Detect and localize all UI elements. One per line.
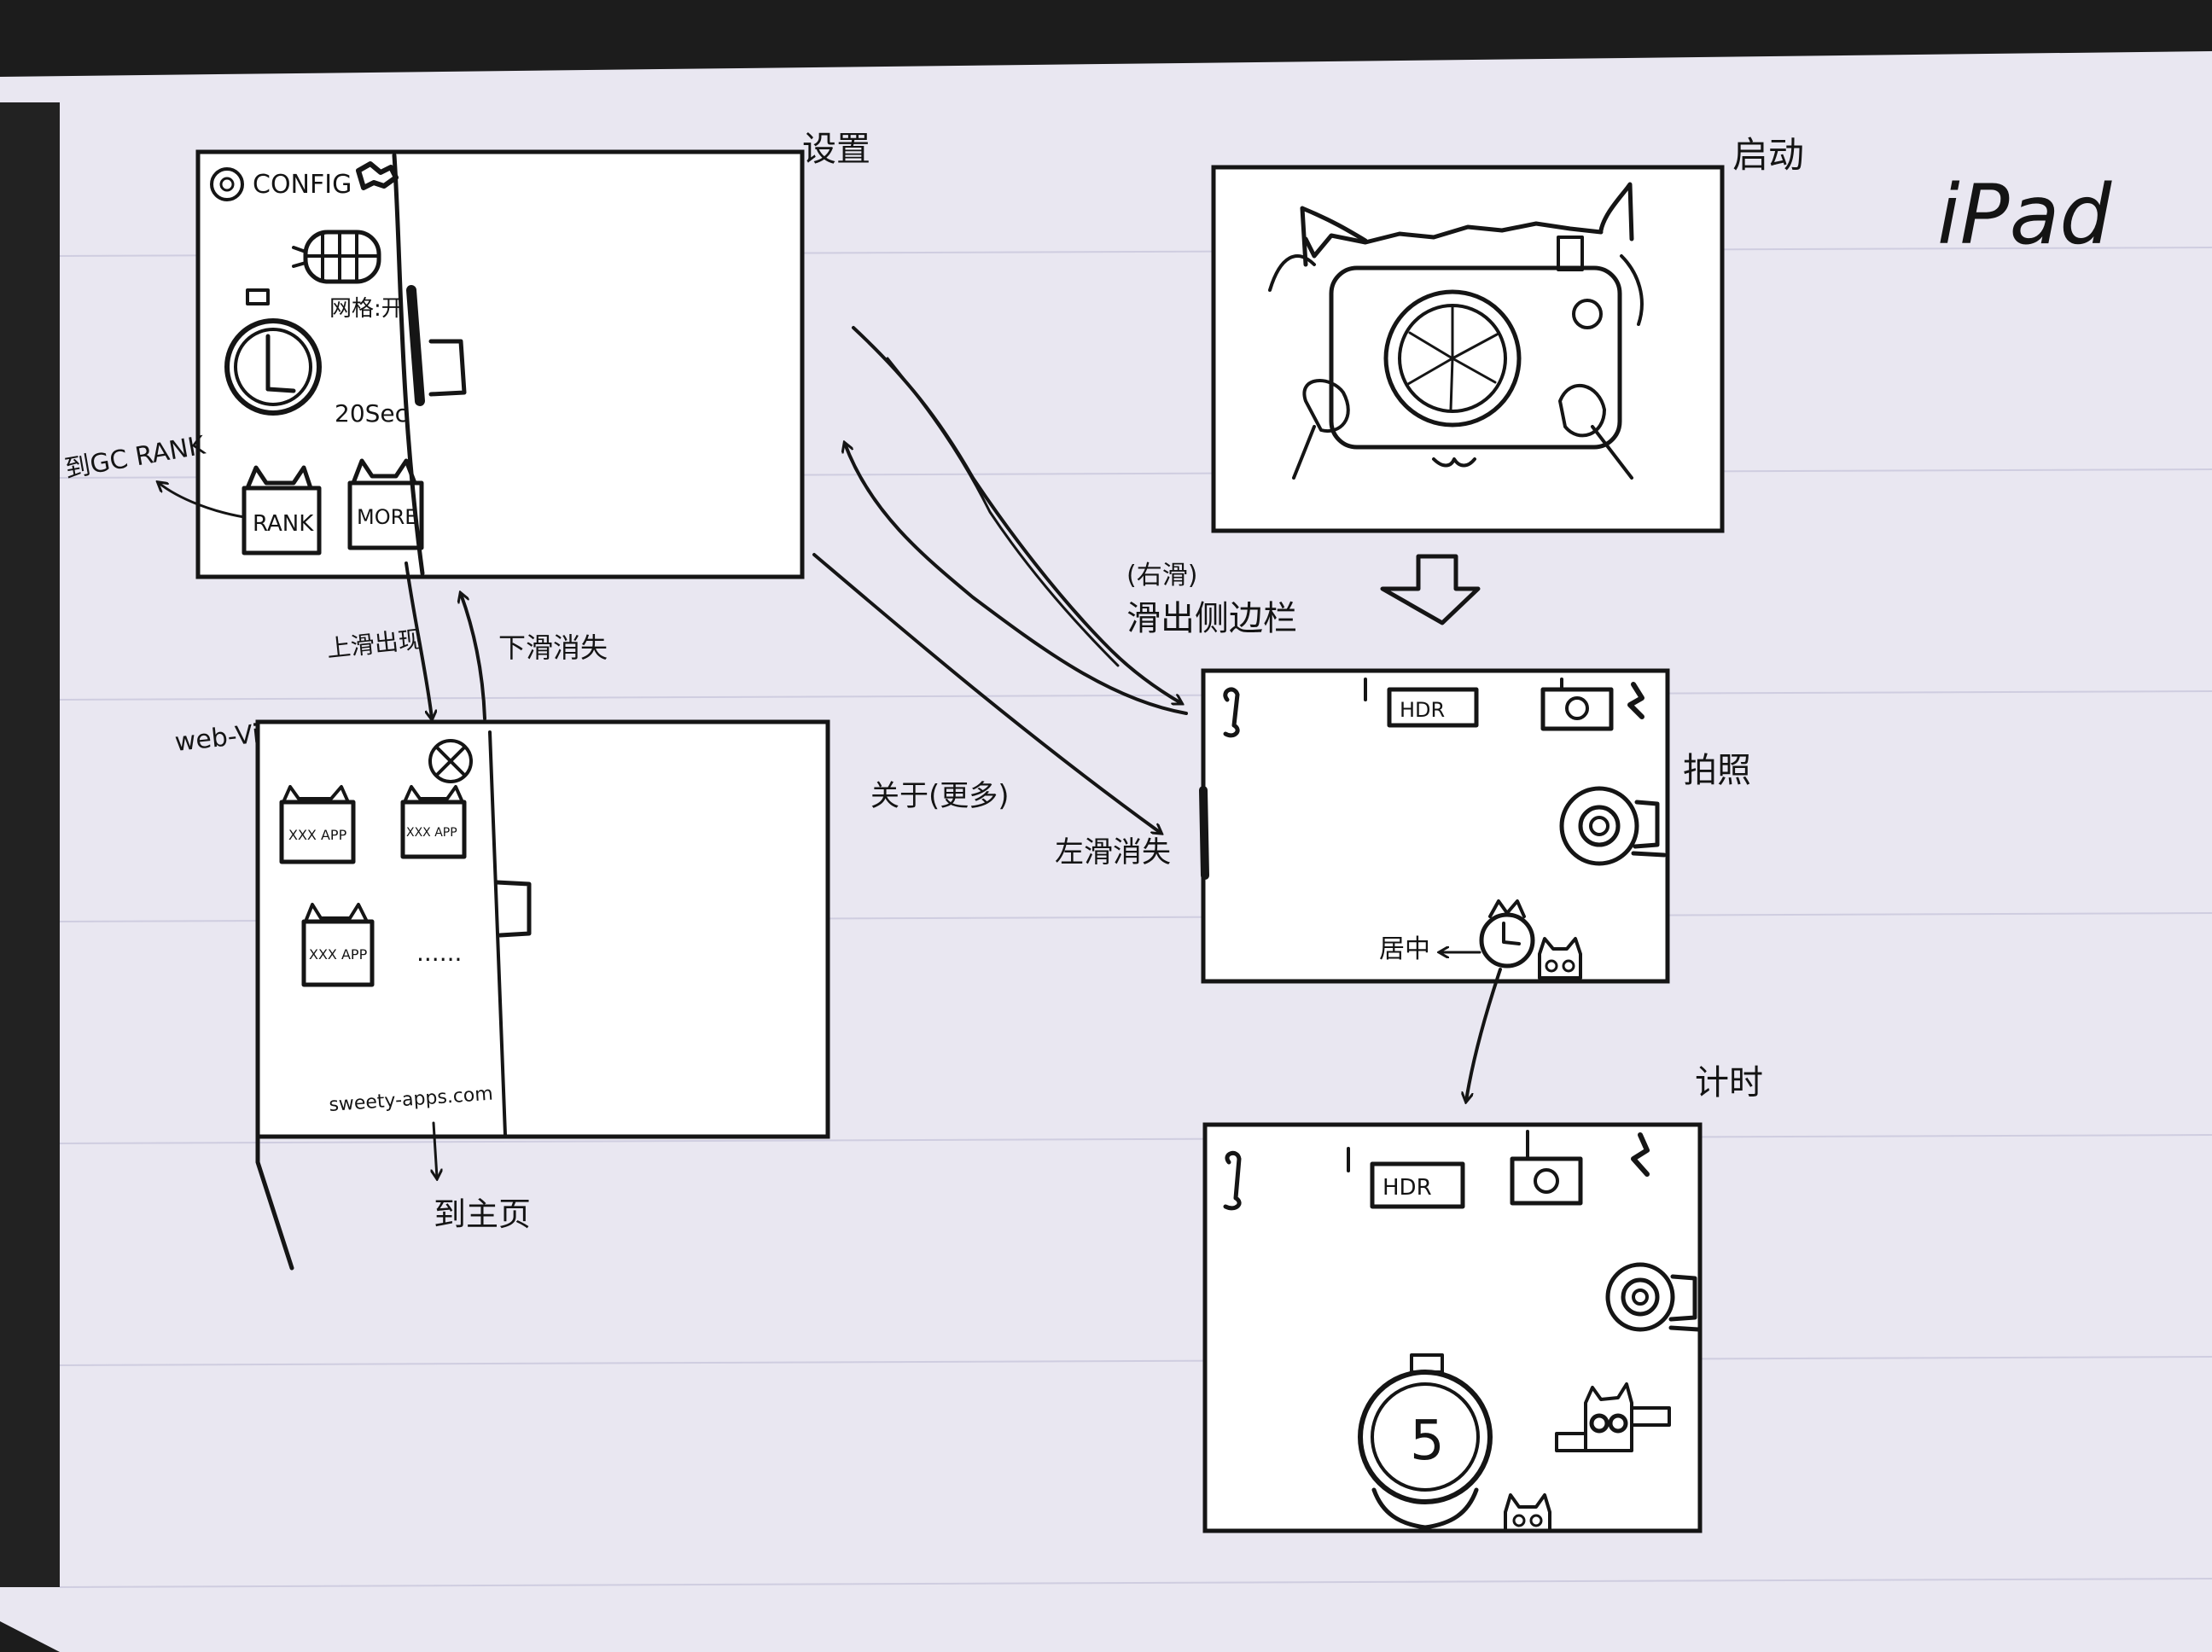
- config-title: CONFIG: [253, 170, 352, 200]
- about-more-note: 关于(更多): [870, 779, 1010, 813]
- grid-label: 网格:开: [329, 296, 404, 322]
- timer-screen: HDR 5: [1205, 1125, 1700, 1531]
- slide-out-sidebar-note: 滑出侧边栏: [1126, 599, 1297, 638]
- rank-button-label: RANK: [253, 511, 314, 537]
- left-swipe-hide-note: 左滑消失: [1055, 835, 1171, 870]
- swipe-down-note: 下滑消失: [498, 631, 608, 664]
- more-button-label: MORE: [357, 505, 417, 529]
- camera-label: 拍照: [1683, 751, 1751, 790]
- app-tile-label: XXX APP: [309, 946, 368, 963]
- countdown-value: 5: [1410, 1410, 1445, 1473]
- footer-note: 到主页: [434, 1195, 531, 1233]
- right-swipe-note: (右滑): [1126, 561, 1197, 590]
- center-note: 居中: [1379, 934, 1430, 964]
- app-tile-label: XXX APP: [406, 826, 457, 840]
- app-tile-label: XXX APP: [288, 827, 347, 843]
- hdr-label: HDR: [1400, 698, 1445, 722]
- startup-screen: [1214, 167, 1722, 531]
- device-label: iPad: [1937, 167, 2112, 263]
- desk-edge: [0, 102, 60, 1587]
- settings-screen: CONFIG 网格:开 20Sec RANK: [159, 152, 802, 577]
- settings-label: 设置: [802, 130, 870, 169]
- camera-screen: HDR: [1203, 671, 1668, 981]
- hdr-label: HDR: [1382, 1175, 1432, 1201]
- timer-value: 20Sec: [335, 399, 408, 428]
- timer-label: 计时: [1695, 1063, 1763, 1102]
- more-apps-ellipsis: ......: [416, 939, 462, 967]
- startup-label: 启动: [1732, 134, 1804, 176]
